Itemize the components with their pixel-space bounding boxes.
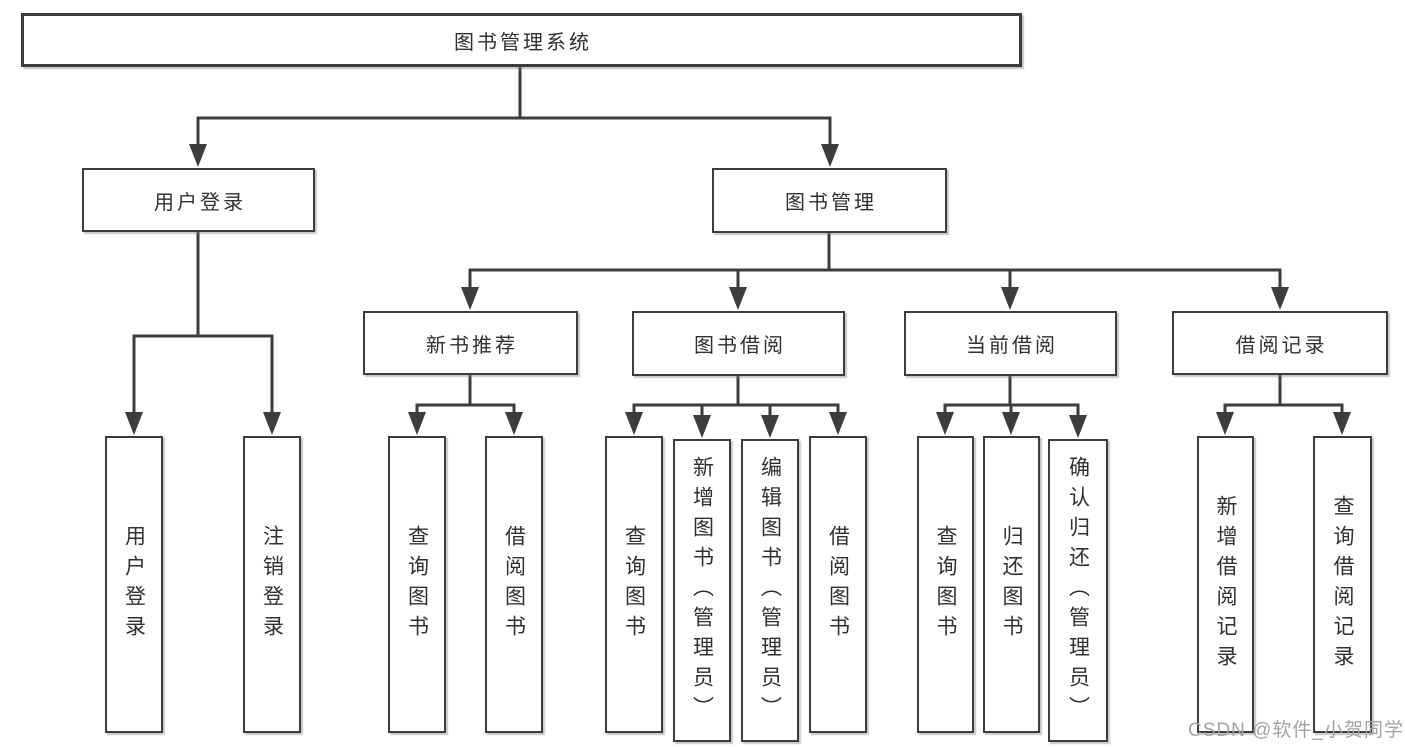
leaf-borrowing-add-books-admin: 新增图书（管理员）	[673, 439, 731, 742]
node-library-system: 图书管理系统	[21, 13, 1022, 67]
leaf-current-query-books: 查询图书	[917, 436, 974, 733]
leaf-records-add-record: 新增借阅记录	[1197, 436, 1254, 733]
connector-edges	[132, 65, 1344, 422]
node-book-borrowing: 图书借阅	[632, 311, 845, 376]
leaf-logout: 注销登录	[243, 436, 301, 733]
arrowhead-icons	[125, 144, 1351, 438]
leaf-user-login: 用户登录	[105, 436, 163, 733]
leaf-records-query-record: 查询借阅记录	[1313, 436, 1372, 733]
leaf-newrec-borrow-books: 借阅图书	[485, 436, 543, 733]
leaf-borrowing-query-books: 查询图书	[605, 436, 663, 733]
node-book-management: 图书管理	[712, 168, 947, 233]
node-current-borrowing: 当前借阅	[904, 311, 1117, 376]
leaf-borrowing-edit-books-admin: 编辑图书（管理员）	[741, 439, 799, 742]
node-borrow-records: 借阅记录	[1172, 311, 1388, 375]
leaf-borrowing-borrow-books: 借阅图书	[809, 436, 867, 733]
leaf-current-return-books: 归还图书	[983, 436, 1040, 733]
leaf-current-confirm-return-admin: 确认归还（管理员）	[1048, 439, 1108, 742]
leaf-newrec-query-books: 查询图书	[388, 436, 446, 733]
csdn-watermark: CSDN @软件_小贺同学	[1188, 720, 1404, 741]
node-user-login: 用户登录	[82, 168, 315, 232]
node-new-book-recommend: 新书推荐	[363, 311, 578, 375]
